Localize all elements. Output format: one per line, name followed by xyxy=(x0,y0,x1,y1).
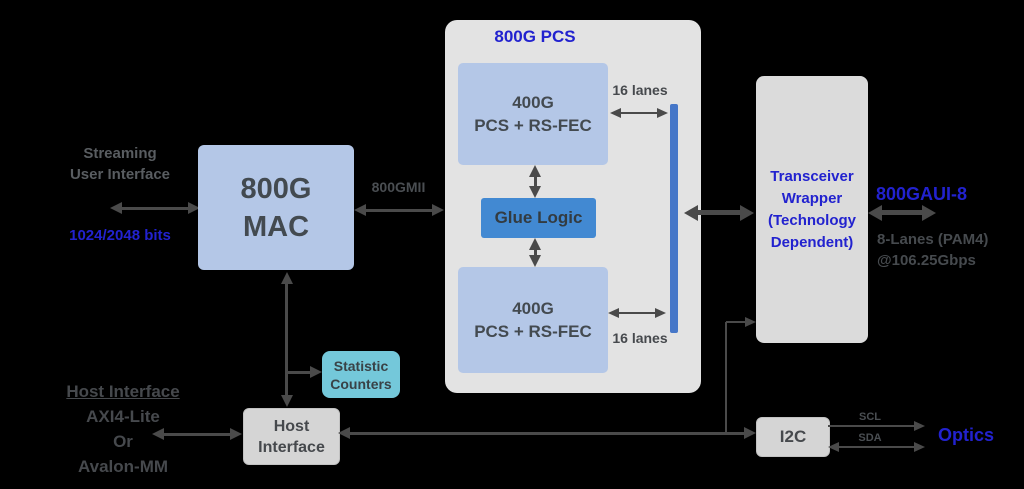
host-interface-conjunction: Or xyxy=(113,432,133,451)
gaui-label: 800GAUI-8 xyxy=(876,184,968,204)
i2c-label: I2C xyxy=(779,427,807,446)
pcs-wrapper-arrow-right-head xyxy=(740,205,754,221)
pcs-bottom-block: 400G PCS + RS-FEC xyxy=(458,267,608,373)
pcs-top-block-line2: PCS + RS-FEC xyxy=(474,116,592,135)
pcs-title: 800G PCS xyxy=(494,27,576,46)
lane-bar xyxy=(670,104,678,333)
scl-label: SCL xyxy=(859,411,881,423)
top-lanes-arrow-shaft xyxy=(619,112,659,114)
gaui-arrow-right-head xyxy=(922,205,936,221)
host-interface-text: Host Interface AXI4-Lite Or Avalon-MM xyxy=(10,379,236,479)
mii-arrow-right-head xyxy=(432,204,444,216)
glue-top-arrow-up-head xyxy=(529,165,541,177)
i2c-block: I2C xyxy=(756,417,830,457)
mac-host-arrow-down-head xyxy=(281,395,293,407)
pcs-bottom-block-line1: 400G xyxy=(512,299,554,318)
host-interface-block-line2: Interface xyxy=(258,438,325,456)
serial-detail-line2: @106.25Gbps xyxy=(877,252,976,269)
top-lanes-arrow-left-head xyxy=(610,108,621,118)
glue-logic-block: Glue Logic xyxy=(481,198,596,238)
transceiver-line3: (Technology xyxy=(767,211,857,229)
sda-arrow-shaft xyxy=(838,446,915,448)
host-i2c-arrow-left-head xyxy=(338,427,350,439)
scl-arrow-shaft xyxy=(828,425,915,427)
pcs-wrapper-arrow-shaft xyxy=(696,210,742,215)
pcs-top-block-line1: 400G xyxy=(512,93,554,112)
serial-detail-line1: 8-Lanes (PAM4) xyxy=(877,231,989,248)
gaui-arrow-shaft xyxy=(880,210,924,215)
gaui-arrow-left-head xyxy=(868,205,882,221)
host-arrow-shaft xyxy=(162,433,232,436)
mac-host-arrow-up-head xyxy=(281,272,293,284)
scl-arrow-right-head xyxy=(914,421,925,431)
mac-block: 800G MAC xyxy=(198,145,354,270)
streaming-interface-line1: Streaming xyxy=(83,145,157,162)
pcs-wrapper-arrow-left-head xyxy=(684,205,698,221)
glue-logic-label: Glue Logic xyxy=(494,208,583,227)
wrapper-branch-horizontal xyxy=(726,321,746,323)
bus-width-label: 1024/2048 bits xyxy=(69,227,171,244)
host-arrow-right-head xyxy=(230,428,242,440)
host-interface-option2: Avalon-MM xyxy=(77,457,169,476)
host-interface-title: Host Interface xyxy=(66,382,180,401)
streaming-arrow-right-head xyxy=(188,202,200,214)
host-interface-block: Host Interface xyxy=(243,408,340,465)
glue-top-arrow-shaft xyxy=(534,174,537,190)
stat-branch-shaft xyxy=(286,371,312,374)
top-lanes-label: 16 lanes xyxy=(612,82,668,98)
stat-counters-line2: Counters xyxy=(330,375,392,392)
bottom-lanes-arrow-left-head xyxy=(608,308,619,318)
stat-counters-line1: Statistic xyxy=(333,357,389,374)
stat-branch-right-head xyxy=(310,366,322,378)
optics-label: Optics xyxy=(938,425,995,445)
sda-label: SDA xyxy=(858,432,882,444)
streaming-arrow-left-head xyxy=(110,202,122,214)
host-i2c-arrow-right-head xyxy=(744,427,756,439)
mii-arrow-shaft xyxy=(364,209,434,212)
streaming-arrow-shaft xyxy=(120,207,190,210)
mii-arrow-left-head xyxy=(354,204,366,216)
glue-bottom-arrow-up-head xyxy=(529,238,541,250)
streaming-interface-label: Streaming User Interface xyxy=(10,143,230,185)
pcs-top-block: 400G PCS + RS-FEC xyxy=(458,63,608,165)
stat-counters-block: Statistic Counters xyxy=(322,351,400,398)
wrapper-branch-vertical xyxy=(725,322,727,433)
mii-label: 800GMII xyxy=(371,179,426,195)
host-interface-option1: AXI4-Lite xyxy=(86,407,160,426)
top-lanes-arrow-right-head xyxy=(657,108,668,118)
glue-bottom-arrow-shaft xyxy=(534,247,537,259)
bottom-lanes-arrow-shaft xyxy=(617,312,657,314)
streaming-interface-line2: User Interface xyxy=(69,166,171,183)
host-interface-block-line1: Host xyxy=(273,417,310,435)
transceiver-line4: Dependent) xyxy=(770,233,854,251)
transceiver-wrapper-block: Transceiver Wrapper (Technology Dependen… xyxy=(756,76,868,343)
host-i2c-arrow-shaft xyxy=(349,432,745,435)
glue-top-arrow-down-head xyxy=(529,186,541,198)
pcs-bottom-block-line2: PCS + RS-FEC xyxy=(474,322,592,341)
host-arrow-left-head xyxy=(152,428,164,440)
mac-host-arrow-shaft xyxy=(285,282,288,396)
sda-arrow-right-head xyxy=(914,442,925,452)
sda-arrow-left-head xyxy=(828,442,839,452)
mac-block-line2: MAC xyxy=(242,210,310,243)
bottom-lanes-arrow-right-head xyxy=(655,308,666,318)
bottom-lanes-label: 16 lanes xyxy=(612,330,668,346)
mac-block-line1: 800G xyxy=(240,172,312,205)
transceiver-line2: Wrapper xyxy=(781,189,843,207)
glue-bottom-arrow-down-head xyxy=(529,255,541,267)
wrapper-branch-right-head xyxy=(745,317,756,327)
transceiver-line1: Transceiver xyxy=(770,167,854,185)
